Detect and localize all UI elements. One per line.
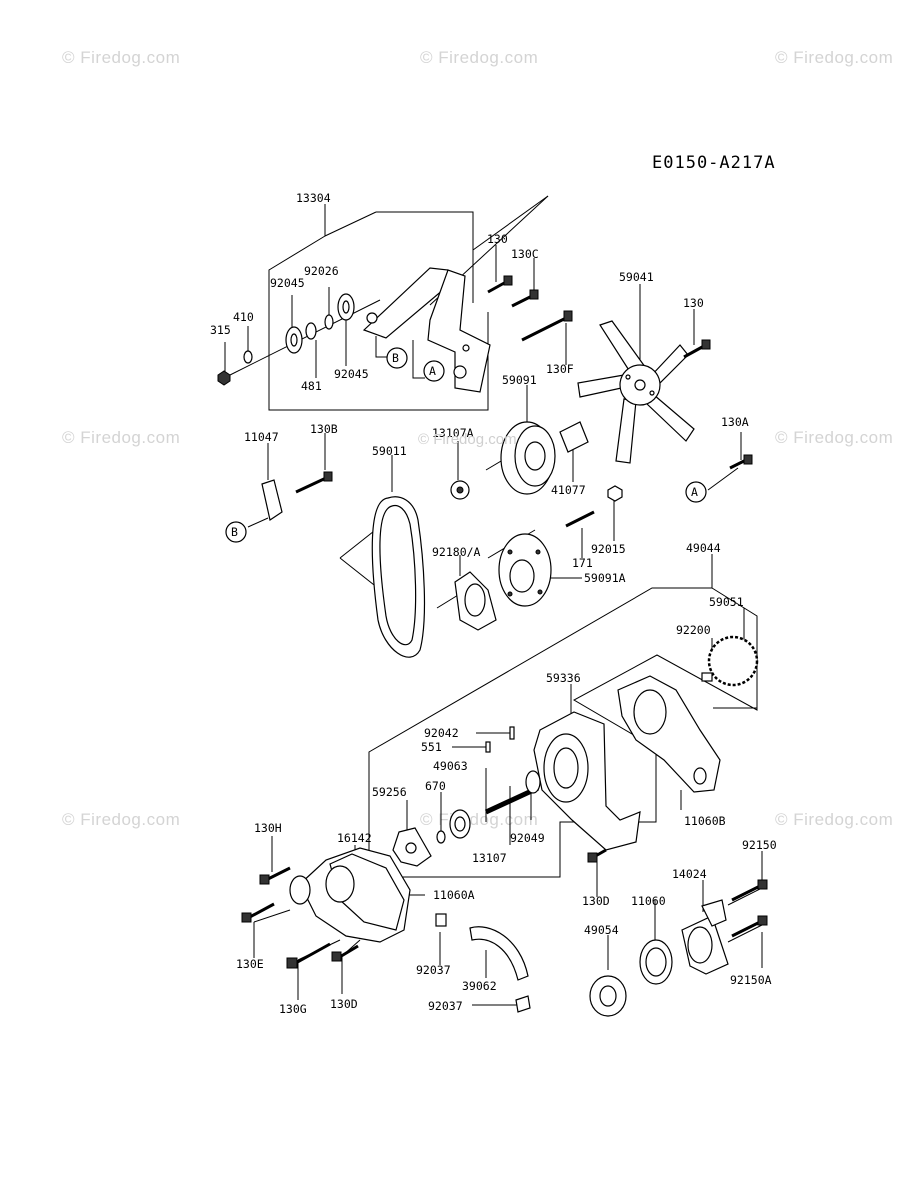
part-label: 11047 (244, 430, 279, 444)
callout-a-circle (423, 360, 445, 382)
part-label: 16142 (337, 831, 372, 845)
part-label: 11060A (433, 888, 475, 902)
watermark: © Firedog.com (775, 48, 894, 67)
part-labels: 13304 92026 92045 410 315 481 92045 130 … (210, 191, 777, 1016)
part-label: 315 (210, 323, 231, 337)
watermark: © Firedog.com (420, 48, 539, 67)
part-label: 14024 (672, 867, 707, 881)
part-label: 92045 (270, 276, 305, 290)
callout-b: B (392, 351, 399, 365)
part-label: 130 (683, 296, 704, 310)
diagram-code: E0150-A217A (652, 153, 776, 173)
part-label: 59051 (709, 595, 744, 609)
part-label: 130C (511, 247, 539, 261)
part-label: 481 (301, 379, 322, 393)
callouts: B A A B (225, 347, 707, 543)
part-label: 92180/A (432, 545, 481, 559)
part-label: 13107 (472, 851, 507, 865)
part-label: 59011 (372, 444, 407, 458)
callout-a-circle (685, 481, 707, 503)
part-label: 410 (233, 310, 254, 324)
callout-b: B (231, 525, 238, 539)
part-label: 11060B (684, 814, 726, 828)
part-label: 670 (425, 779, 446, 793)
part-label: 130D (582, 894, 610, 908)
part-label: 13107A (432, 426, 474, 440)
callout-a: A (691, 485, 698, 499)
part-label: 92026 (304, 264, 339, 278)
part-label: 41077 (551, 483, 586, 497)
part-label: 59336 (546, 671, 581, 685)
part-label: 130B (310, 422, 338, 436)
watermark: © Firedog.com (62, 810, 181, 829)
part-label: 49054 (584, 923, 619, 937)
part-label: 39062 (462, 979, 497, 993)
part-label: 59041 (619, 270, 654, 284)
part-label: 59091A (584, 571, 626, 585)
part-label: 92037 (428, 999, 463, 1013)
part-label: 551 (421, 740, 442, 754)
part-label: 11060 (631, 894, 666, 908)
part-label: 49044 (686, 541, 721, 555)
part-label: 92042 (424, 726, 459, 740)
watermark: © Firedog.com (775, 810, 894, 829)
part-label: 13304 (296, 191, 331, 205)
part-label: 92049 (510, 831, 545, 845)
watermark: © Firedog.com (62, 428, 181, 447)
part-label: 92015 (591, 542, 626, 556)
part-label: 92045 (334, 367, 369, 381)
part-label: 130G (279, 1002, 307, 1016)
callout-a: A (429, 364, 436, 378)
part-label: 59091 (502, 373, 537, 387)
part-label: 130E (236, 957, 264, 971)
part-label: 92200 (676, 623, 711, 637)
callout-b-circle (386, 347, 408, 369)
watermark: © Firedog.com (775, 428, 894, 447)
part-label: 171 (572, 556, 593, 570)
part-label: 92037 (416, 963, 451, 977)
part-label: 130F (546, 362, 574, 376)
part-label: 130 (487, 232, 508, 246)
watermark: © Firedog.com (62, 48, 181, 67)
part-label: 130H (254, 821, 282, 835)
part-label: 59256 (372, 785, 407, 799)
callout-b-circle (225, 521, 247, 543)
parts-art (217, 267, 768, 1017)
center-watermark: © Firedog.com (418, 431, 517, 448)
part-label: 92150 (742, 838, 777, 852)
part-label: 49063 (433, 759, 468, 773)
part-label: 130D (330, 997, 358, 1011)
part-label: 130A (721, 415, 749, 429)
part-label: 92150A (730, 973, 772, 987)
